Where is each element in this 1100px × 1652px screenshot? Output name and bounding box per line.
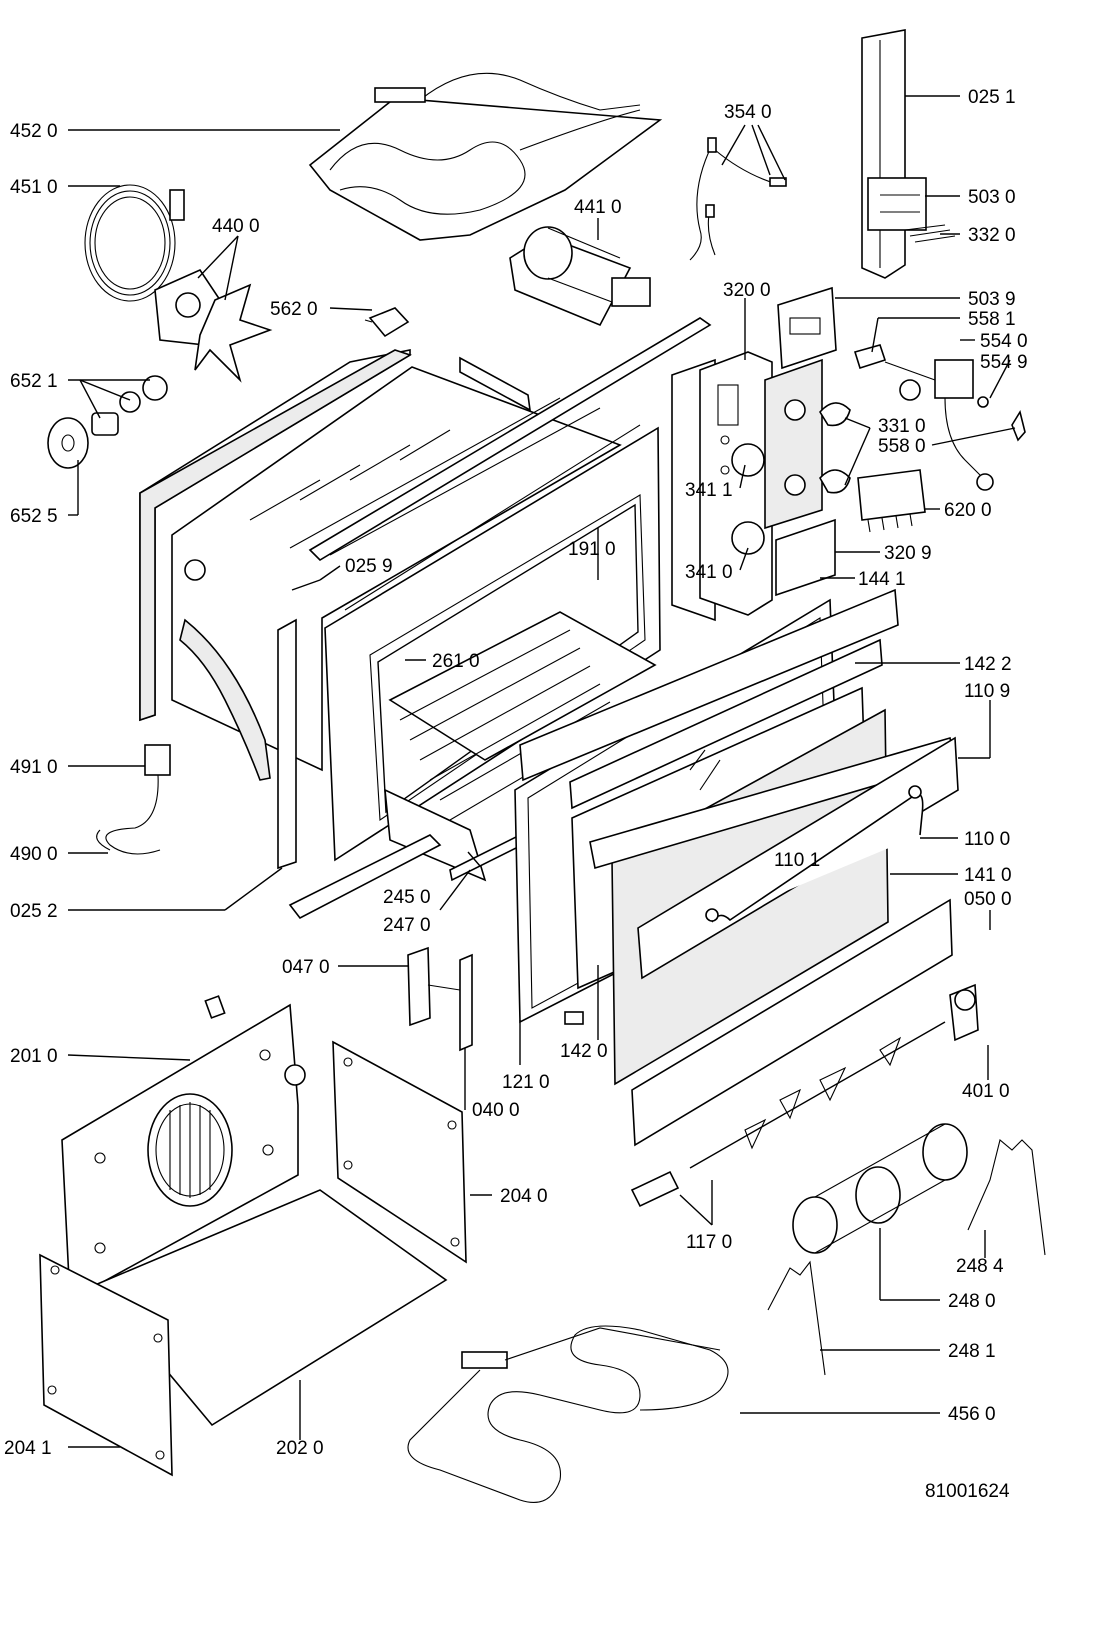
temperature-sensor-part (689, 137, 787, 261)
leader-lines (67, 95, 1016, 1448)
rotisserie-part (630, 983, 979, 1208)
door-switch-part (364, 307, 410, 338)
label-142-0: 142 0 (560, 1041, 608, 1062)
label-247-0: 247 0 (383, 915, 431, 936)
label-441-0: 441 0 (574, 197, 622, 218)
label-331-0: 331 0 (878, 416, 926, 437)
wiring-connector-part (96, 744, 171, 855)
label-191-0: 191 0 (568, 539, 616, 560)
label-451-0: 451 0 (10, 177, 58, 198)
label-558-1: 558 1 (968, 309, 1016, 330)
side-panel-left-part (39, 1253, 173, 1477)
label-332-0: 332 0 (968, 225, 1016, 246)
label-440-0: 440 0 (212, 216, 260, 237)
label-025-9: 025 9 (345, 556, 393, 577)
label-261-0: 261 0 (432, 651, 480, 672)
label-047-0: 047 0 (282, 957, 330, 978)
part-labels: 452 0 451 0 440 0 562 0 652 1 652 5 354 … (4, 87, 1028, 1502)
document-number: 81001624 (925, 1481, 1010, 1502)
label-490-0: 490 0 (10, 844, 58, 865)
label-401-0: 401 0 (962, 1081, 1010, 1102)
rotisserie-stand-part (767, 1139, 1046, 1376)
label-248-4: 248 4 (956, 1256, 1004, 1277)
label-652-5: 652 5 (10, 506, 58, 527)
label-117-0: 117 0 (686, 1232, 732, 1253)
label-201-0: 201 0 (10, 1046, 58, 1067)
label-110-1: 110 1 (774, 850, 820, 871)
label-620-0: 620 0 (944, 500, 992, 521)
label-040-0: 040 0 (472, 1100, 520, 1121)
bottom-element-part (407, 1325, 729, 1504)
label-456-0: 456 0 (948, 1404, 996, 1425)
oven-door-part (514, 588, 959, 1147)
label-341-1: 341 1 (685, 480, 733, 501)
control-panel-part (671, 286, 1026, 622)
label-341-0: 341 0 (685, 562, 733, 583)
label-562-0: 562 0 (270, 299, 318, 320)
label-110-9: 110 9 (964, 681, 1010, 702)
label-121-0: 121 0 (502, 1072, 550, 1093)
label-320-0: 320 0 (723, 280, 771, 301)
tangential-fan-part (509, 226, 651, 327)
label-202-0: 202 0 (276, 1438, 324, 1459)
fan-ring-element-part (84, 184, 185, 302)
label-204-1: 204 1 (4, 1438, 52, 1459)
door-hinge-part (407, 946, 584, 1052)
label-141-0: 141 0 (964, 865, 1012, 886)
label-204-0: 204 0 (500, 1186, 548, 1207)
oven-lamp-part (47, 375, 168, 469)
label-503-0: 503 0 (968, 187, 1016, 208)
side-panel-right-part (332, 1040, 467, 1264)
label-025-2: 025 2 (10, 901, 58, 922)
label-554-0: 554 0 (980, 331, 1028, 352)
label-354-0: 354 0 (724, 102, 772, 123)
label-652-1: 652 1 (10, 371, 58, 392)
bottom-panel-part (93, 1189, 448, 1427)
fan-motor-part (154, 268, 273, 383)
label-050-0: 050 0 (964, 889, 1012, 910)
oven-cavity-part (139, 317, 712, 920)
label-245-0: 245 0 (383, 887, 431, 908)
label-248-1: 248 1 (948, 1341, 996, 1362)
label-320-9: 320 9 (884, 543, 932, 564)
label-142-2: 142 2 (964, 654, 1012, 675)
label-558-0: 558 0 (878, 436, 926, 457)
label-248-0: 248 0 (948, 1291, 996, 1312)
label-554-9: 554 9 (980, 352, 1028, 373)
label-110-0: 110 0 (964, 829, 1010, 850)
rotisserie-basket-part (792, 1123, 968, 1254)
label-144-1: 144 1 (858, 569, 906, 590)
grill-element-part (308, 72, 663, 241)
label-491-0: 491 0 (10, 757, 58, 778)
side-channel-part (861, 29, 956, 279)
label-025-1: 025 1 (968, 87, 1016, 108)
label-503-9: 503 9 (968, 289, 1016, 310)
label-452-0: 452 0 (10, 121, 58, 142)
